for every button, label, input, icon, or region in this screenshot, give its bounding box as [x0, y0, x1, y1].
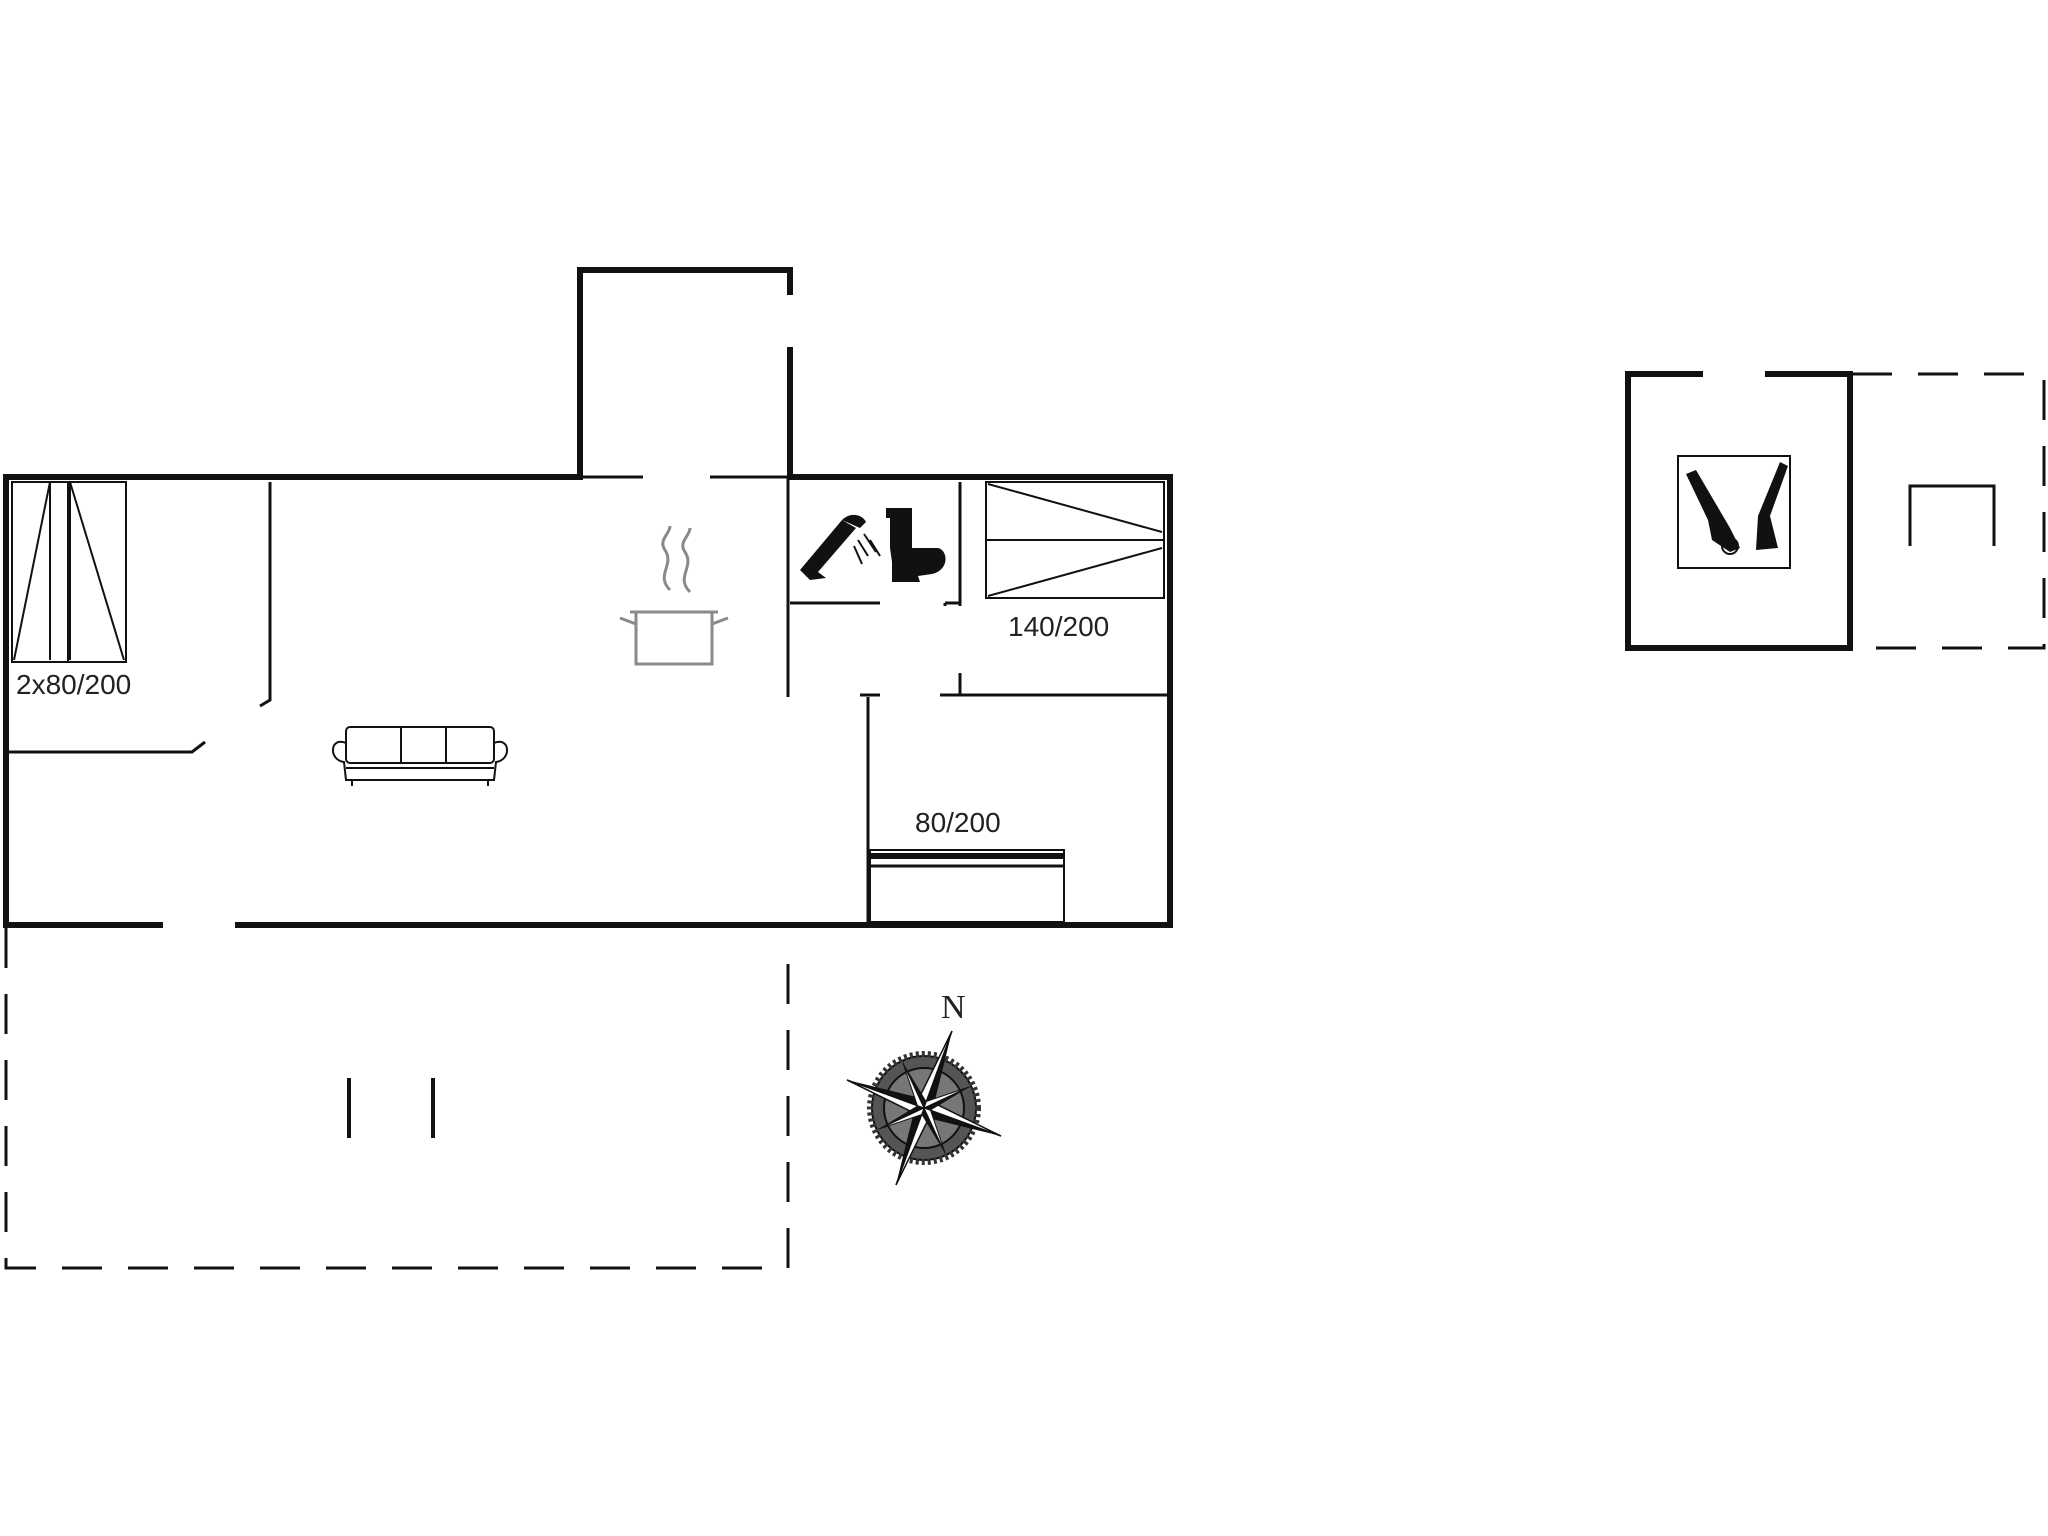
bed-icon — [985, 481, 1165, 599]
stove-icon — [619, 525, 729, 666]
bedroom-right-top-label: 140/200 — [1008, 611, 1109, 642]
bed-icon — [11, 481, 127, 663]
outdoor-shower-icon — [1677, 455, 1791, 569]
shower-icon — [800, 514, 881, 580]
table-icon — [1908, 484, 1996, 546]
compass-north-label: N — [941, 989, 966, 1026]
bed-icon — [869, 849, 1065, 923]
main-house-walls — [3, 267, 1173, 928]
interior-walls — [8, 477, 1168, 922]
bedroom-right-bottom-label: 80/200 — [915, 807, 1001, 838]
sofa-icon — [332, 726, 508, 786]
toilet-icon — [886, 508, 946, 582]
outbuilding-walls — [1625, 371, 2046, 651]
terrace-outline — [4, 928, 790, 1270]
compass-rose-icon — [846, 1030, 1002, 1186]
bedroom-left-label: 2x80/200 — [16, 669, 131, 700]
